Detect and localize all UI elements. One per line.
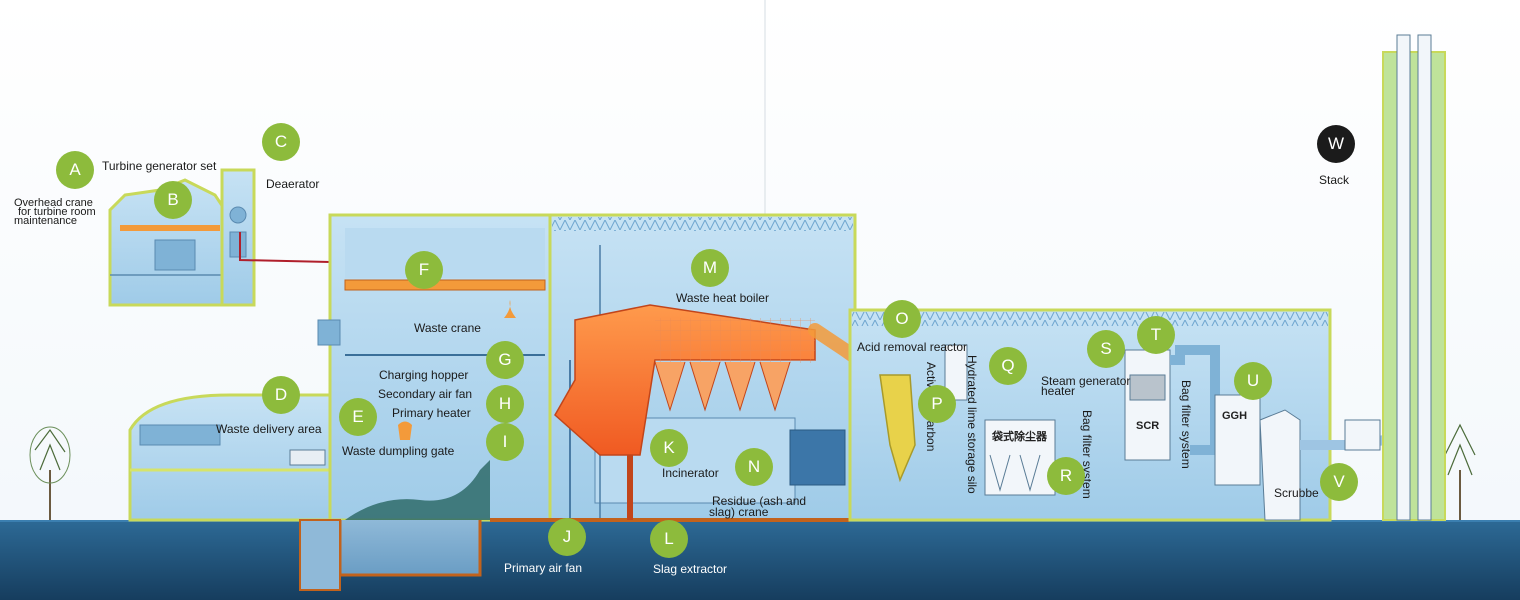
label-overhead-crane: Overhead crane [14,197,93,209]
marker-a[interactable]: A [56,151,94,189]
label-overhead-crane-2: for turbine room [18,206,96,218]
label-primary-air-fan: Primary air fan [504,561,583,575]
marker-c[interactable]: C [262,123,300,161]
marker-j[interactable]: J [548,518,586,556]
marker-p[interactable]: P [918,385,956,423]
marker-w[interactable]: W [1317,125,1355,163]
marker-m[interactable]: M [691,249,729,287]
tree-right [1444,423,1476,520]
label-waste-crane: Waste crane [414,321,481,335]
label-acid-removal-reactor: Acid removal reactor [857,340,968,354]
acid-reactor [879,374,916,483]
bag-filter [984,419,1056,496]
marker-i[interactable]: I [486,423,524,461]
stack [1382,34,1446,521]
label-deaerator: Deaerator [266,177,320,191]
turbine-room [108,168,641,307]
label-steam-generator-heater-2: heater [1041,384,1076,398]
tree-left [29,426,71,520]
label-slag-extractor: Slag extractor [653,562,728,576]
label-hydrated-lime-storage-silo: Hydrated lime storage silo [965,355,979,494]
label-stack: Stack [1319,173,1350,187]
marker-l[interactable]: L [650,520,688,558]
marker-b[interactable]: B [154,181,192,219]
label-steam-generator-heater: Steam generator [1041,374,1131,388]
marker-t[interactable]: T [1137,316,1175,354]
scrubber [1259,409,1301,521]
ground [0,520,1520,600]
label-secondary-air-fan: Secondary air fan [378,387,473,401]
marker-g[interactable]: G [486,341,524,379]
marker-k[interactable]: K [650,429,688,467]
label-residue-crane: Residue (ash and [712,494,807,508]
label-primary-heater: Primary heater [392,406,471,420]
bag-filter-cn-text: 袋式除尘器 [992,431,1047,443]
label-scrubber: Scrubbe [1274,486,1319,500]
ggh [1214,394,1261,486]
marker-o[interactable]: O [883,300,921,338]
label-overhead-crane-3: maintenance [14,215,77,227]
marker-h[interactable]: H [486,385,524,423]
lime-silo [944,344,968,401]
label-turbine-generator: Turbine generator set [102,159,217,173]
marker-n[interactable]: N [735,448,773,486]
marker-s[interactable]: S [1087,330,1125,368]
label-bag-filter-system-t: Bag filter system [1179,380,1193,469]
label-charging-hopper: Charging hopper [379,368,469,382]
marker-d[interactable]: D [262,376,300,414]
marker-f[interactable]: F [405,251,443,289]
label-waste-dumpling-gate: Waste dumpling gate [342,444,455,458]
scr [1124,349,1171,461]
label-waste-heat-boiler: Waste heat boiler [676,291,769,305]
label-bag-filter-system-r: Bag filter system [1080,410,1094,499]
marker-u[interactable]: U [1234,362,1272,400]
delivery-hall [128,393,337,522]
marker-q[interactable]: Q [989,347,1027,385]
label-incinerator: Incinerator [662,466,719,480]
marker-r[interactable]: R [1047,457,1085,495]
marker-v[interactable]: V [1320,463,1358,501]
boiler [554,304,887,520]
label-waste-delivery-area: Waste delivery area [216,422,322,436]
label-residue-crane-2: slag) crane [709,505,769,519]
ggh-text: GGH [1222,410,1248,422]
marker-e[interactable]: E [339,398,377,436]
scr-text: SCR [1136,420,1160,432]
